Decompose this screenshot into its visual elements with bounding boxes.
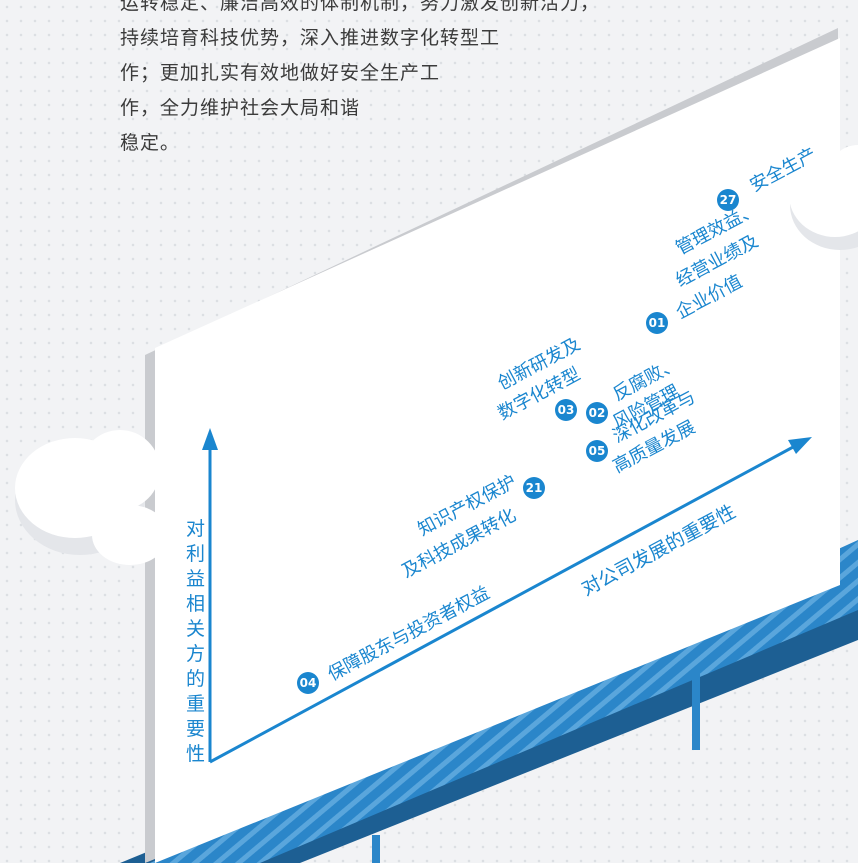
topic-number: 04 <box>300 676 317 690</box>
topic-number: 05 <box>589 444 606 458</box>
topic-badge <box>586 402 608 424</box>
topic-number: 02 <box>589 406 606 420</box>
y-axis-arrow-icon <box>202 428 218 450</box>
topic-badge <box>297 672 319 694</box>
intro-line: 稳定。 <box>120 132 181 154</box>
cloud-right-icon <box>789 145 858 250</box>
topic-number: 03 <box>558 403 575 417</box>
intro-line: 持续培育科技优势，深入推进数字化转型工 <box>120 27 501 49</box>
intro-line: 运转稳定、廉洁高效的体制机制，努力激发创新活力， <box>120 0 601 14</box>
intro-line: 作；更加扎实有效地做好安全生产工 <box>120 62 441 84</box>
topic-number: 01 <box>649 316 666 330</box>
y-axis-label: 对利益相关方的重要性 <box>186 518 205 765</box>
topic-number: 21 <box>526 481 543 495</box>
topic-badge <box>586 440 608 462</box>
topic-badge <box>555 399 577 421</box>
topic-badge <box>717 189 739 211</box>
intro-line: 作，全力维护社会大局和谐 <box>120 97 361 119</box>
topic-badge <box>523 477 545 499</box>
stage-leg <box>372 835 380 863</box>
topic-number: 27 <box>720 193 737 207</box>
cloud-left-icon <box>15 430 168 565</box>
x-axis-line <box>209 444 796 764</box>
intro-text: 运转稳定、廉洁高效的体制机制，努力激发创新活力， 持续培育科技优势，深入推进数字… <box>120 0 601 161</box>
stage-leg <box>692 670 700 750</box>
axes <box>202 428 812 764</box>
topic-badge <box>646 312 668 334</box>
board <box>145 28 840 863</box>
x-axis-arrow-icon <box>788 437 812 454</box>
board-face <box>155 38 840 863</box>
